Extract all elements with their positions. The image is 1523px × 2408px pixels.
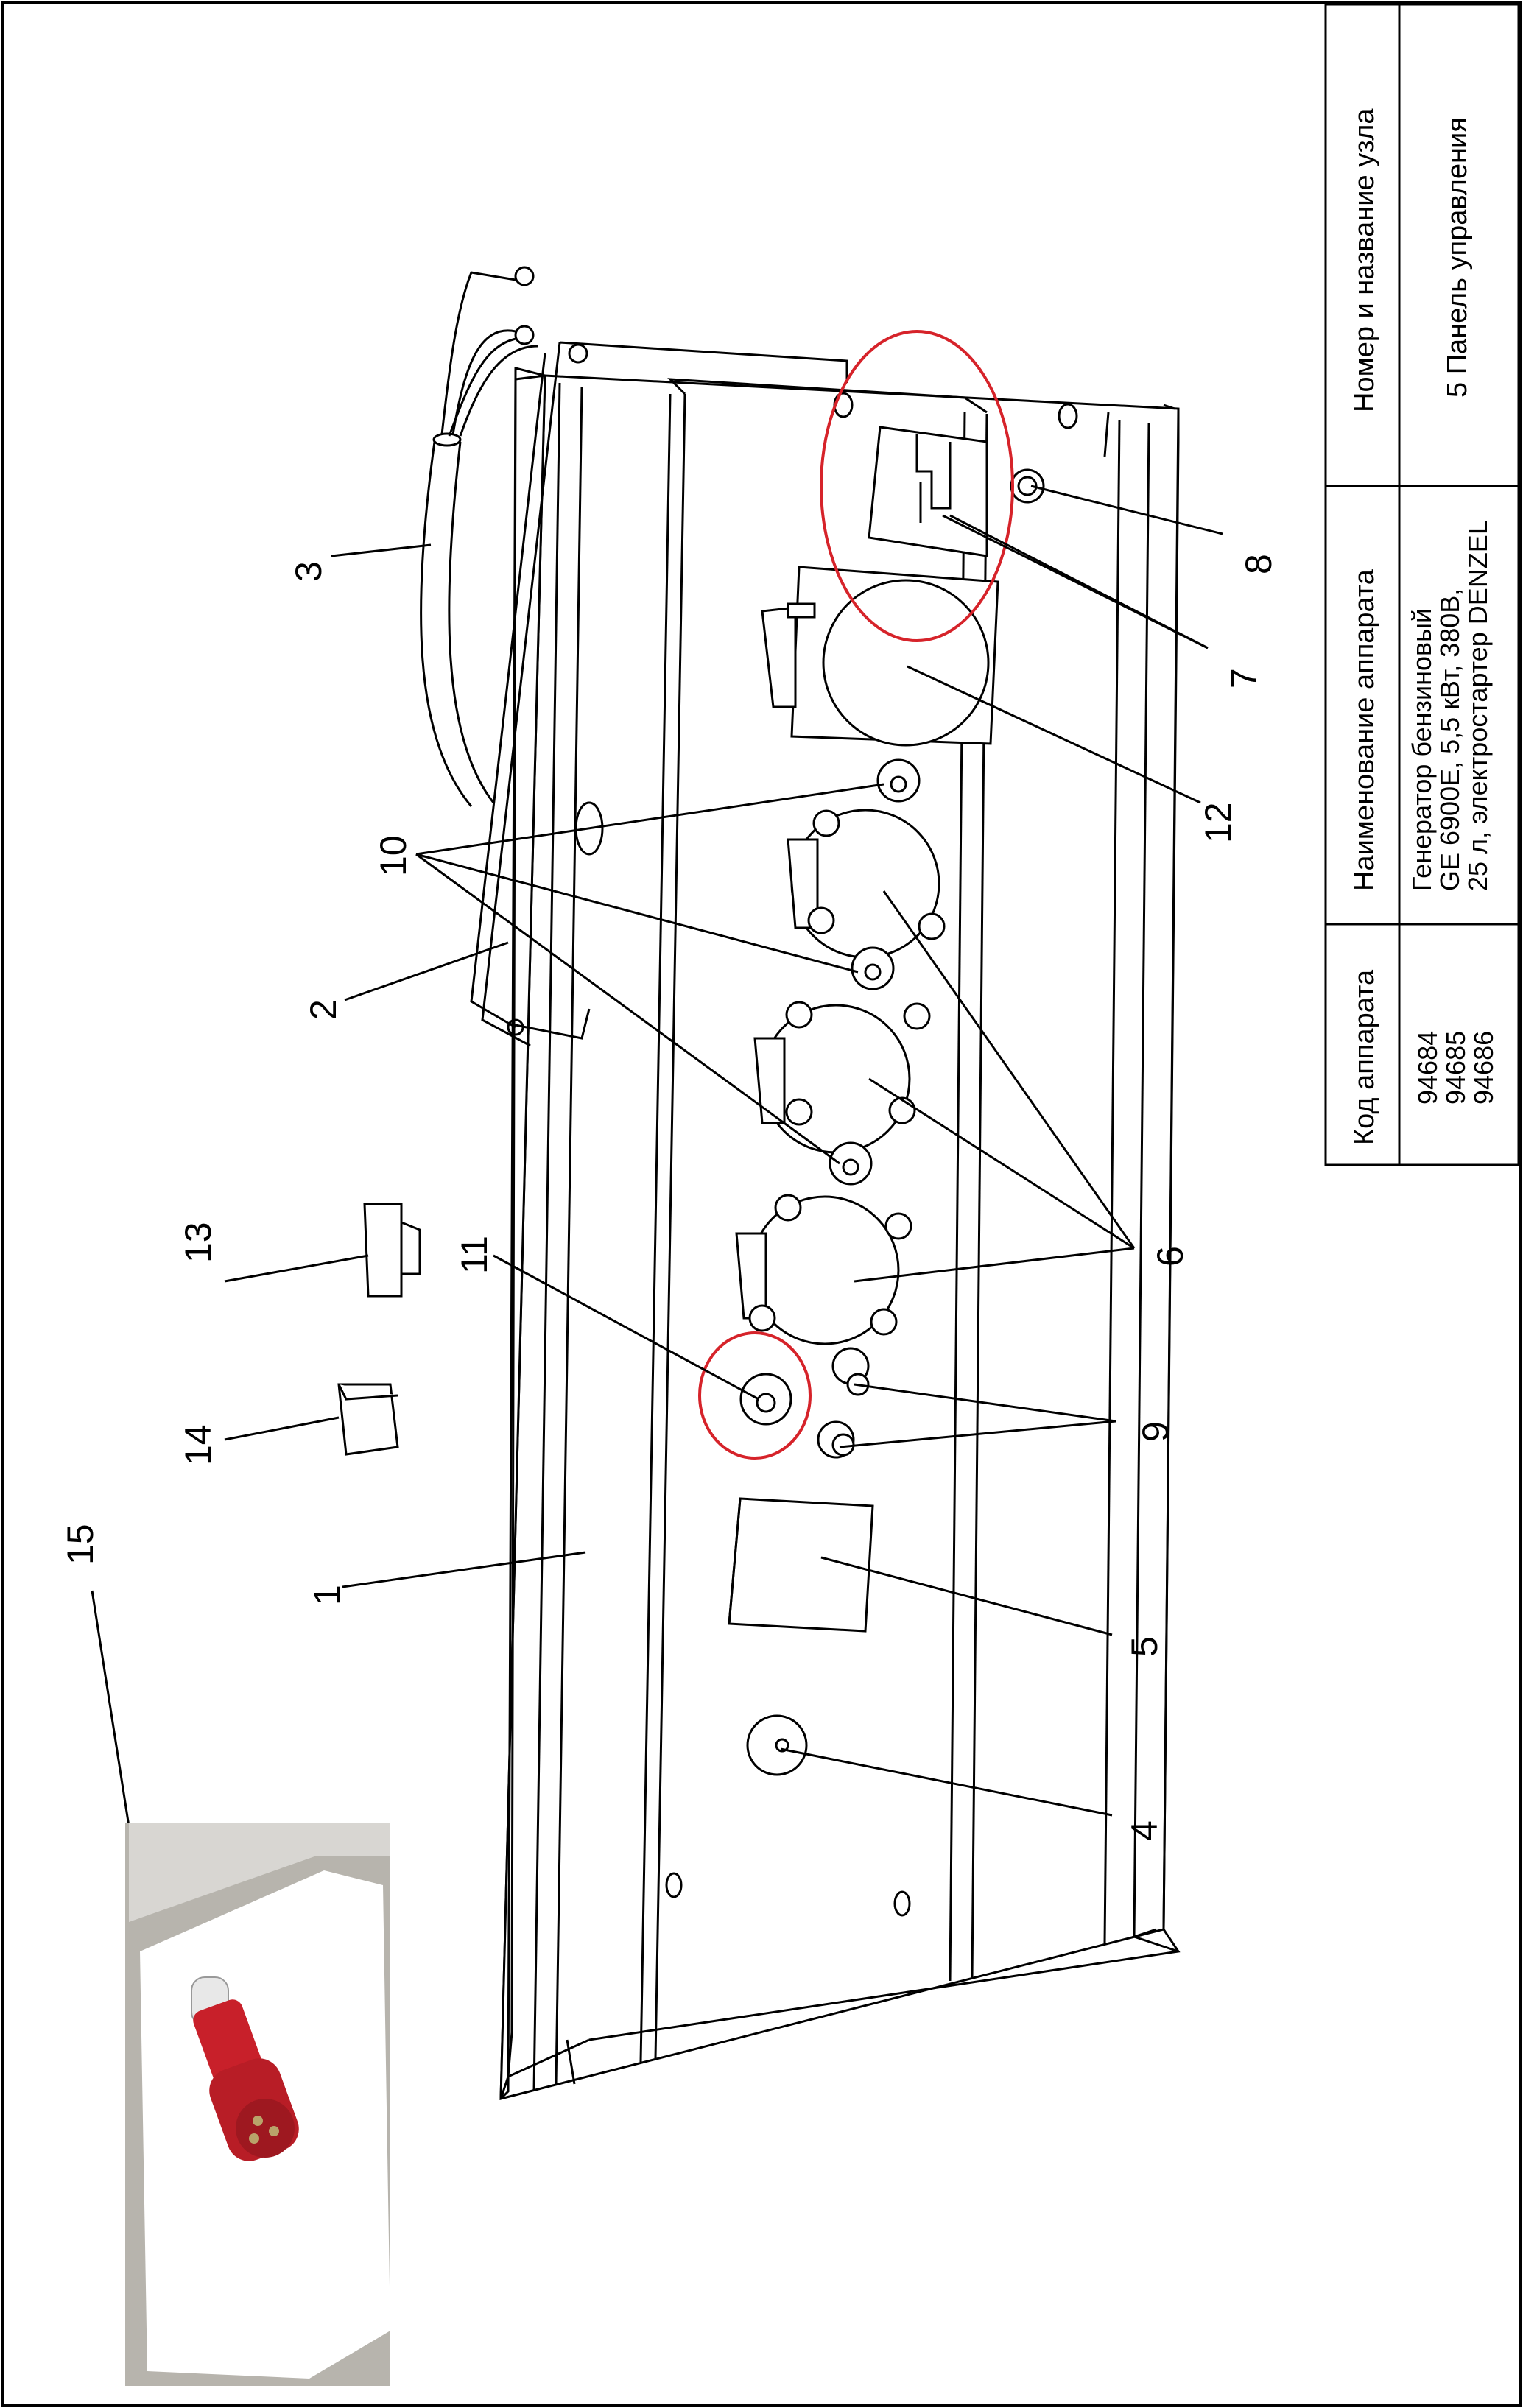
- callout-13: 13: [177, 1222, 219, 1263]
- socket-2: [753, 1001, 931, 1154]
- title-block: [1324, 3, 1520, 1166]
- plug-photo: [125, 1823, 390, 2386]
- breaker-part: [868, 426, 988, 557]
- meter-part: [728, 1497, 874, 1633]
- knob-part: [746, 1714, 808, 1776]
- part-13: [363, 1203, 421, 1298]
- part-14: [337, 1383, 399, 1456]
- frame-part: [470, 341, 848, 1047]
- code-list: 94684 94685 94686: [1413, 1030, 1499, 1105]
- callout-12: 12: [1197, 802, 1239, 843]
- callout-11: 11: [454, 1236, 495, 1274]
- leader-lines: [91, 485, 1223, 1827]
- terminal-part: [1010, 468, 1045, 504]
- callout-8: 8: [1238, 554, 1279, 574]
- callout-6: 6: [1150, 1246, 1191, 1267]
- callout-3: 3: [288, 561, 329, 582]
- unit-header: Номер и название узла: [1349, 108, 1380, 412]
- socket-3: [735, 1194, 912, 1345]
- callout-10: 10: [373, 835, 414, 876]
- name-header: Наименование аппарата: [1349, 569, 1380, 891]
- socket-large: [761, 566, 999, 747]
- name-line-2: GE 6900E, 5,5 кВт, 380В,: [1435, 588, 1465, 891]
- callout-9: 9: [1135, 1421, 1176, 1442]
- socket-1: [787, 809, 946, 959]
- callout-7: 7: [1223, 668, 1265, 689]
- callout-14: 14: [177, 1424, 219, 1465]
- callout-5: 5: [1124, 1636, 1165, 1657]
- code-2: 94685: [1441, 1030, 1471, 1105]
- switch-part: [739, 1373, 792, 1426]
- callout-2: 2: [303, 999, 344, 1020]
- name-lines: Генератор бензиновый GE 6900E, 5,5 кВт, …: [1407, 520, 1493, 891]
- code-header: Код аппарата: [1349, 969, 1380, 1145]
- plug-icon: [191, 1976, 299, 2161]
- callout-15: 15: [60, 1524, 101, 1565]
- unit-value: 5 Панель управления: [1442, 117, 1473, 398]
- highlight-circles: [698, 330, 1014, 1460]
- cable-part: [420, 266, 538, 807]
- lamps-part: [829, 758, 921, 1186]
- code-1: 94684: [1413, 1030, 1443, 1105]
- code-3: 94686: [1469, 1030, 1499, 1105]
- name-line-3: 25 л, электростартер DENZEL: [1463, 520, 1493, 891]
- callout-4: 4: [1124, 1820, 1165, 1841]
- name-line-1: Генератор бензиновый: [1407, 608, 1437, 891]
- callout-1: 1: [306, 1585, 348, 1605]
